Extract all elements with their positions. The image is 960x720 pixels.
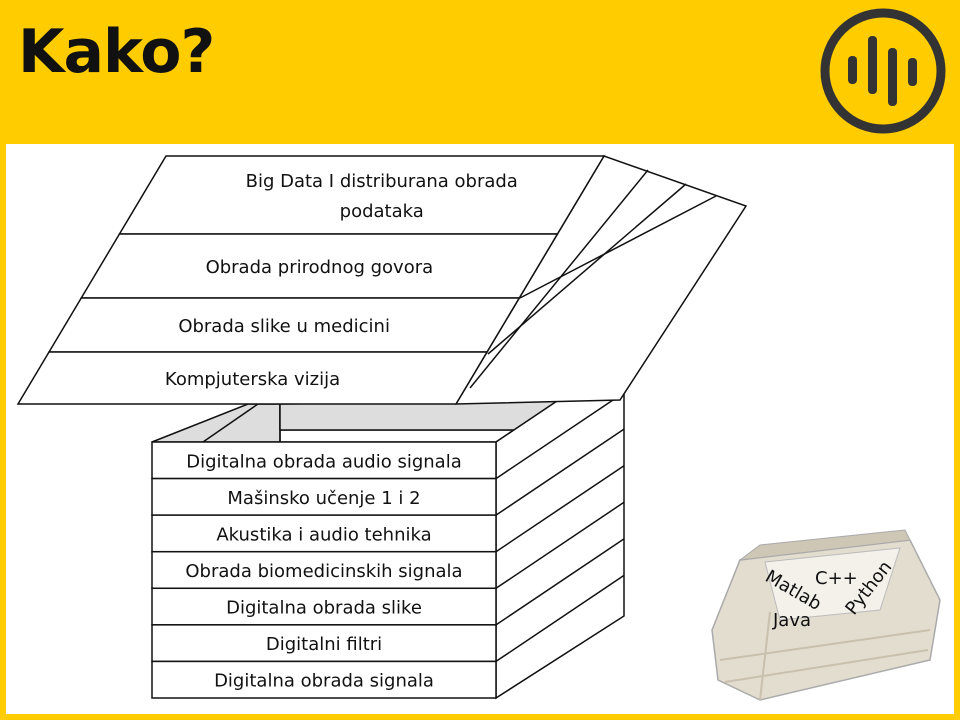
box-side-line — [495, 538, 625, 626]
lid-layer-label: Kompjuterska vizija — [165, 369, 340, 390]
box-layer-label: Digitalna obrada slike — [226, 598, 422, 619]
box-layer-label: Digitalna obrada audio signala — [186, 451, 461, 472]
lid-layer-label: Obrada slike u medicini — [178, 316, 390, 337]
box-layer — [151, 660, 497, 699]
box-layer-label: Digitalni filtri — [266, 634, 382, 655]
box-layer — [151, 514, 497, 553]
box-layer-label: Obrada biomedicinskih signala — [185, 561, 462, 582]
box-side-line — [495, 574, 625, 663]
box-layer-label: Mašinsko učenje 1 i 2 — [227, 488, 420, 509]
box-layer-label: Digitalna obrada signala — [214, 671, 434, 692]
box-layer — [151, 550, 497, 590]
box-side-lines — [495, 391, 625, 663]
box-layer — [151, 477, 497, 516]
lid-layer-label: Big Data I distriburana obrada — [246, 171, 518, 192]
brand-logo-icon — [820, 8, 946, 134]
toolbox-image: C++ Matlab Python Java — [711, 529, 941, 701]
lid-front-layers: Big Data I distriburana obrada podatakaOb… — [16, 155, 606, 405]
lid-layer — [118, 155, 606, 235]
tool-java: Java — [772, 610, 811, 631]
box-side-line — [495, 391, 625, 480]
box-layer — [151, 441, 497, 480]
lid-layer — [16, 351, 489, 405]
lid-layer-label: podataka — [340, 201, 424, 222]
box-side-line — [495, 501, 625, 589]
slide-title: Kako? — [18, 17, 215, 87]
lid-layer-label: Obrada prirodnog govora — [206, 257, 434, 278]
box-side-line — [495, 465, 625, 553]
tool-cpp: C++ — [815, 568, 858, 589]
box-side-line — [495, 428, 625, 516]
box-layer-label: Akustika i audio tehnika — [216, 524, 431, 545]
box-layer — [151, 587, 497, 626]
